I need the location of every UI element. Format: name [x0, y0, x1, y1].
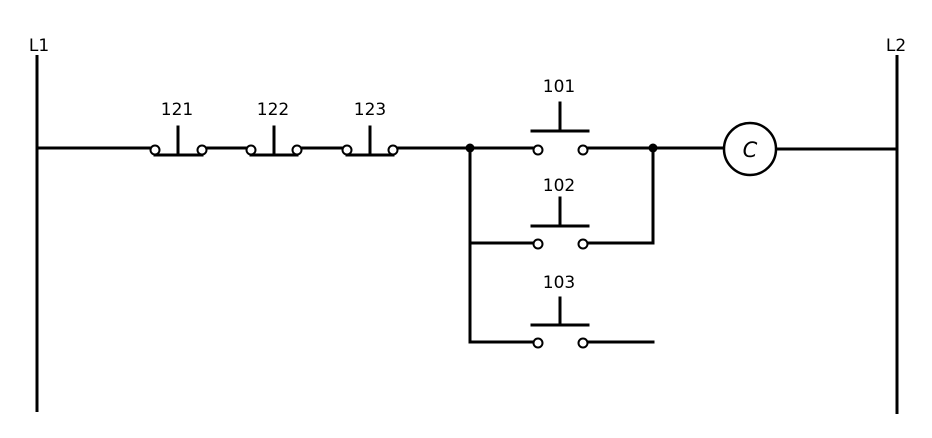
junction-node-right	[648, 143, 658, 153]
switch-101: 101	[530, 77, 590, 156]
coil-c: C	[722, 121, 778, 177]
switch-103: 103	[530, 273, 590, 349]
rail-l2-label: L2	[886, 36, 906, 56]
coil-label: C	[743, 138, 758, 162]
switch-122: 122	[245, 100, 303, 157]
switch-103-label: 103	[543, 273, 575, 293]
switch-122-label: 122	[257, 100, 289, 120]
switch-101-label: 101	[543, 77, 575, 97]
switch-121-label: 121	[161, 100, 193, 120]
switch-102-label: 102	[543, 176, 575, 196]
rung-wiring	[35, 146, 899, 344]
switch-123: 123	[341, 100, 399, 157]
rail-l1-label: L1	[29, 36, 49, 56]
switch-102: 102	[530, 176, 590, 250]
switch-123-label: 123	[354, 100, 386, 120]
junction-node-left	[465, 143, 475, 153]
switch-121: 121	[149, 100, 208, 157]
